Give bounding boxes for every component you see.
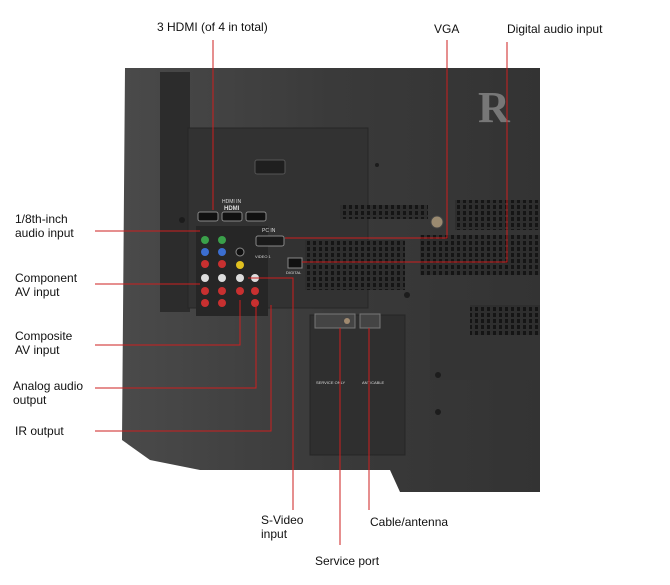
ant-cable-label: ANT/CABLE: [362, 380, 385, 385]
digital-audio-block: DIGITAL: [286, 257, 303, 275]
hdmi-port-1: [197, 211, 219, 222]
screws: [179, 163, 441, 415]
hdmi-port-3: [245, 211, 267, 222]
label-hdmi: 3 HDMI (of 4 in total): [157, 20, 268, 34]
hdmi-in-label: HDMI IN: [222, 199, 242, 205]
label-eighth-inch: 1/8th-inch audio input: [15, 212, 74, 240]
vga-port: [255, 235, 285, 247]
label-ir-output: IR output: [15, 424, 64, 438]
label-composite-line2: AV input: [15, 343, 60, 357]
video1-label: VIDEO 1: [255, 254, 272, 259]
label-svideo: S-Video input: [261, 513, 303, 541]
label-service-port: Service port: [315, 554, 380, 568]
label-component-line1: Component: [15, 271, 78, 285]
label-component: Component AV input: [15, 271, 77, 299]
label-composite-line1: Composite: [15, 329, 73, 343]
label-vga: VGA: [434, 22, 460, 36]
hdmi-logo-label: HDMI: [224, 206, 240, 212]
label-cable-antenna: Cable/antenna: [370, 515, 449, 529]
brand-logo: R: [478, 83, 511, 132]
digital-audio-port: [287, 257, 303, 269]
pc-in-block: PC IN: [255, 228, 285, 247]
label-analog-audio: Analog audio output: [13, 379, 83, 407]
label-eighth-inch-line2: audio input: [15, 226, 74, 240]
label-eighth-inch-line1: 1/8th-inch: [15, 212, 68, 226]
hdmi-block: HDMI IN HDMI: [197, 199, 267, 222]
label-analog-audio-line1: Analog audio: [13, 379, 84, 393]
service-only-label: SERVICE ONLY: [316, 380, 346, 385]
label-svideo-line2: input: [261, 527, 288, 541]
service-antenna-block: SERVICE ONLY ANT/CABLE: [314, 313, 385, 385]
vga-coax-knob: [430, 215, 444, 229]
label-svideo-line1: S-Video: [261, 513, 304, 527]
digital-label: DIGITAL: [286, 270, 302, 275]
hdmi-port-2: [221, 211, 243, 222]
vent-grilles: [305, 200, 540, 335]
label-composite: Composite AV input: [15, 329, 72, 357]
vga-upper-connector: [254, 159, 286, 175]
label-component-line2: AV input: [15, 285, 60, 299]
callout-lines: [95, 40, 508, 545]
label-digital-audio: Digital audio input: [507, 22, 603, 36]
label-analog-audio-line2: output: [13, 393, 47, 407]
pc-in-label: PC IN: [262, 228, 276, 234]
